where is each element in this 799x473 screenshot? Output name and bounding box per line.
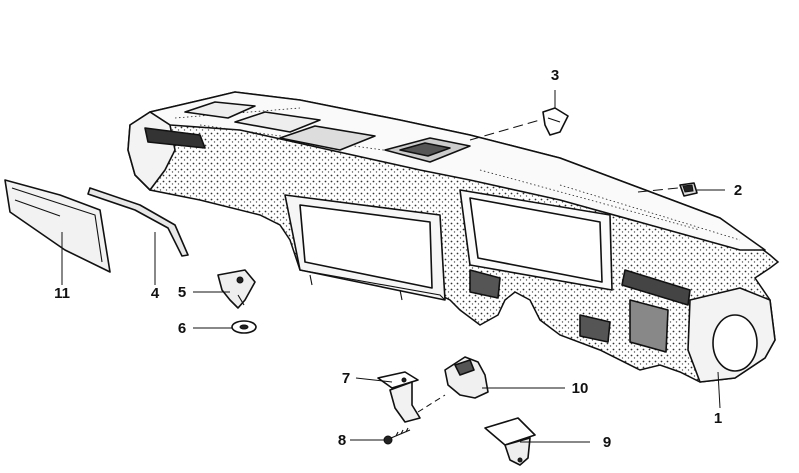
callout-6: 6 <box>178 320 186 337</box>
part-3-clip <box>542 107 569 136</box>
leader-lines <box>61 90 725 443</box>
part-11-glass-panel <box>4 179 111 273</box>
dashboard-panel <box>127 91 780 383</box>
callout-4: 4 <box>151 285 160 302</box>
part-4-trim-strip <box>87 187 189 257</box>
callout-labels: 1 2 3 4 5 6 7 8 9 10 11 <box>54 67 742 451</box>
callout-9: 9 <box>603 434 611 451</box>
part-8-screw <box>383 427 411 445</box>
callout-2: 2 <box>734 182 742 199</box>
part-7-bracket <box>377 371 421 423</box>
part-5-bracket <box>217 269 256 309</box>
callout-7: 7 <box>342 370 350 387</box>
part-10-bracket <box>444 356 489 399</box>
part-9-bracket <box>484 417 536 466</box>
part-2-clip-nut <box>679 182 698 197</box>
callout-3: 3 <box>551 67 559 84</box>
callout-11: 11 <box>54 285 70 302</box>
callout-10: 10 <box>572 380 589 397</box>
part-6-washer <box>231 320 257 334</box>
callout-8: 8 <box>338 432 346 449</box>
callout-5: 5 <box>178 284 186 301</box>
callout-1: 1 <box>714 410 722 427</box>
